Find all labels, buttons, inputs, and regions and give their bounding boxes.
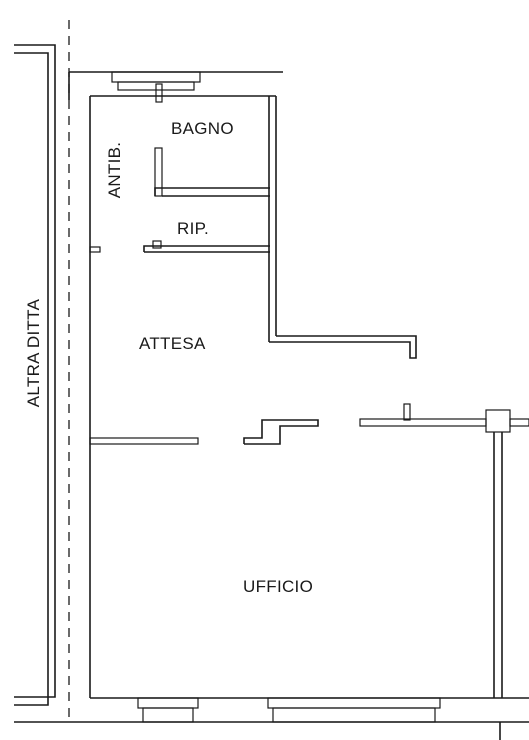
bottom-wall <box>14 697 529 740</box>
right-wall <box>493 432 503 698</box>
bathroom-partitions <box>143 96 277 342</box>
office-partition <box>89 403 529 445</box>
room-label-bagno: BAGNO <box>171 119 234 138</box>
top-wall <box>68 71 283 103</box>
left-wall <box>89 96 101 698</box>
room-label-antibagno: ANTIB. <box>105 141 124 199</box>
room-label-ufficio: UFFICIO <box>243 577 314 596</box>
neighbor-label: ALTRA DITTA <box>24 298 43 408</box>
neighbor-boundary <box>14 44 56 706</box>
waiting-room-wall <box>269 335 417 359</box>
room-label-attesa: ATTESA <box>139 334 206 353</box>
room-label-ripostiglio: RIP. <box>177 219 210 238</box>
